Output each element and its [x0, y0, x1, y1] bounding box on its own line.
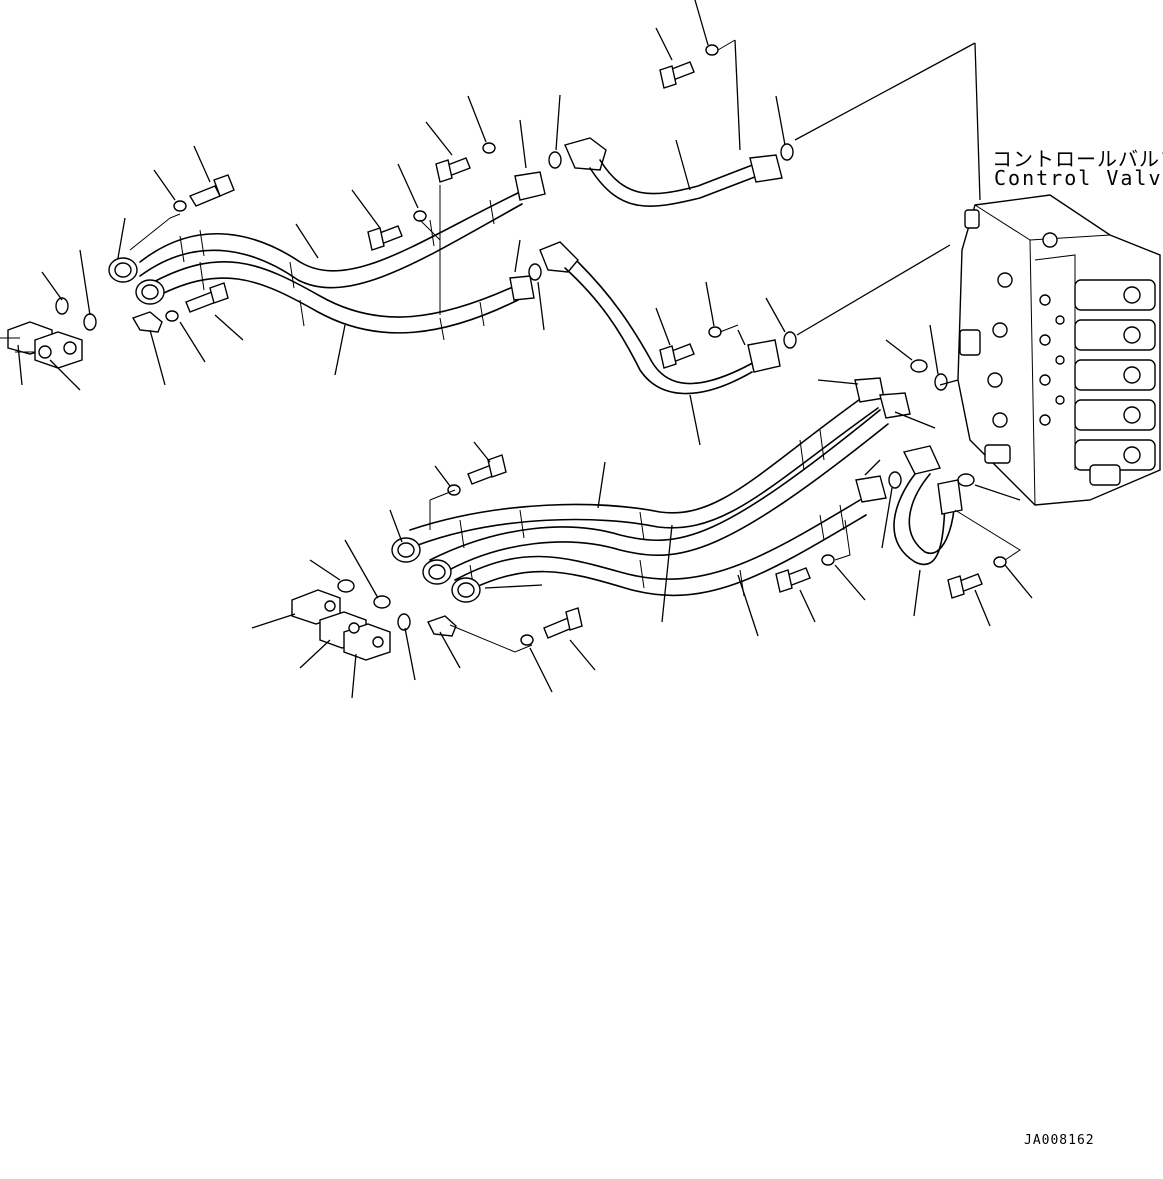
upper-pipe-top: [564, 137, 794, 207]
lower-flanges: [291, 589, 391, 661]
lower-elbow-pipe: [467, 445, 983, 639]
upper-hose-pair: [139, 191, 523, 341]
upper-left-flanges: [0, 321, 83, 369]
upper-mid-fittings: [509, 151, 562, 301]
control-valve: [957, 194, 1161, 506]
upper-bolts: [185, 44, 722, 369]
leader-lines: [17, 0, 1033, 699]
control-valve-label-jp: コントロールバルブ: [992, 147, 1163, 171]
lower-hose-bundle: [409, 391, 889, 597]
upper-left-fittings: [55, 200, 187, 333]
control-valve-label-en: Control Valve: [994, 166, 1163, 190]
upper-pipe-lower: [539, 241, 797, 395]
lower-fittings: [337, 359, 1007, 646]
drawing-code: JA008162: [1024, 1133, 1095, 1148]
